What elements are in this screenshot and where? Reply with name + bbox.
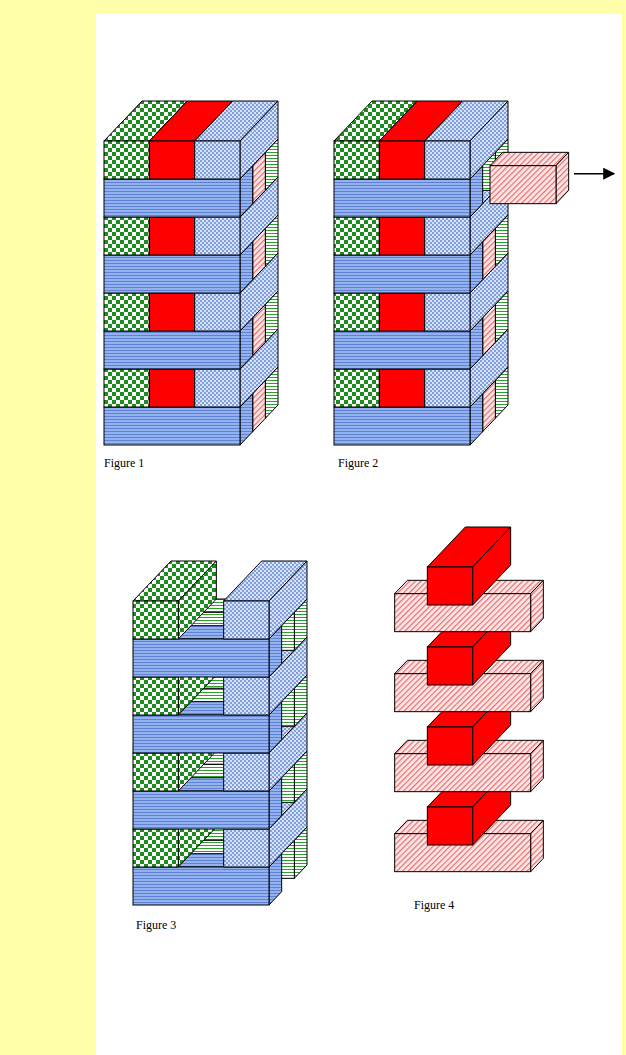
pull-arrow [574, 173, 614, 175]
block-front [427, 807, 472, 845]
figure-caption: Figure 2 [338, 456, 378, 470]
block-front [379, 293, 424, 331]
block-front [149, 141, 194, 179]
block-front [104, 255, 240, 293]
block-front [195, 369, 240, 407]
block-front [224, 753, 269, 791]
block-front [195, 293, 240, 331]
block-front [224, 677, 269, 715]
dotted-block [195, 101, 278, 179]
pink-block [490, 152, 569, 203]
block-top [490, 152, 569, 165]
block-front [334, 141, 379, 179]
block-front [104, 369, 149, 407]
block-side [531, 820, 544, 871]
block-side [473, 527, 511, 605]
block-side [269, 561, 307, 639]
block-front [104, 179, 240, 217]
white-panel [96, 14, 622, 1055]
block-front [133, 753, 178, 791]
dotted-block [224, 561, 307, 639]
block-front [334, 293, 379, 331]
block-side [531, 660, 544, 711]
block-front [425, 217, 470, 255]
block-front [334, 255, 470, 293]
block-front [133, 677, 178, 715]
block-front [133, 791, 269, 829]
block-front [334, 369, 379, 407]
block-front [490, 166, 556, 204]
figure-caption: Figure 1 [104, 456, 144, 470]
block-front [427, 727, 472, 765]
block-front [334, 217, 379, 255]
block-tower [395, 527, 544, 872]
block-front [133, 867, 269, 905]
block-front [334, 331, 470, 369]
block-front [334, 179, 470, 217]
pulled-block [490, 152, 569, 203]
block-front [149, 369, 194, 407]
block-side [531, 580, 544, 631]
block-front [104, 407, 240, 445]
block-front [133, 715, 269, 753]
block-tower [133, 561, 307, 905]
block-side [556, 152, 569, 203]
block-front [149, 293, 194, 331]
block-tower [104, 101, 278, 445]
block-front [104, 141, 149, 179]
block-tower [334, 101, 508, 445]
block-front [104, 331, 240, 369]
block-front [427, 567, 472, 605]
block-front [334, 407, 470, 445]
block-front [379, 369, 424, 407]
block-side [240, 101, 278, 179]
block-front [224, 829, 269, 867]
block-front [149, 217, 194, 255]
block-front [104, 217, 149, 255]
red-block [427, 527, 510, 605]
block-side [178, 561, 216, 639]
block-front [195, 217, 240, 255]
block-front [427, 647, 472, 685]
block-front [133, 601, 178, 639]
block-front [425, 293, 470, 331]
figure-caption: Figure 4 [414, 898, 454, 912]
towers [104, 101, 614, 905]
block-front [379, 217, 424, 255]
figure-caption: Figure 3 [136, 918, 176, 932]
block-front [133, 829, 178, 867]
block-front [224, 601, 269, 639]
block-front [195, 141, 240, 179]
block-front [379, 141, 424, 179]
block-front [104, 293, 149, 331]
block-front [425, 369, 470, 407]
block-front [425, 141, 470, 179]
block-front [133, 639, 269, 677]
block-side [531, 740, 544, 791]
checker-block [133, 561, 216, 639]
